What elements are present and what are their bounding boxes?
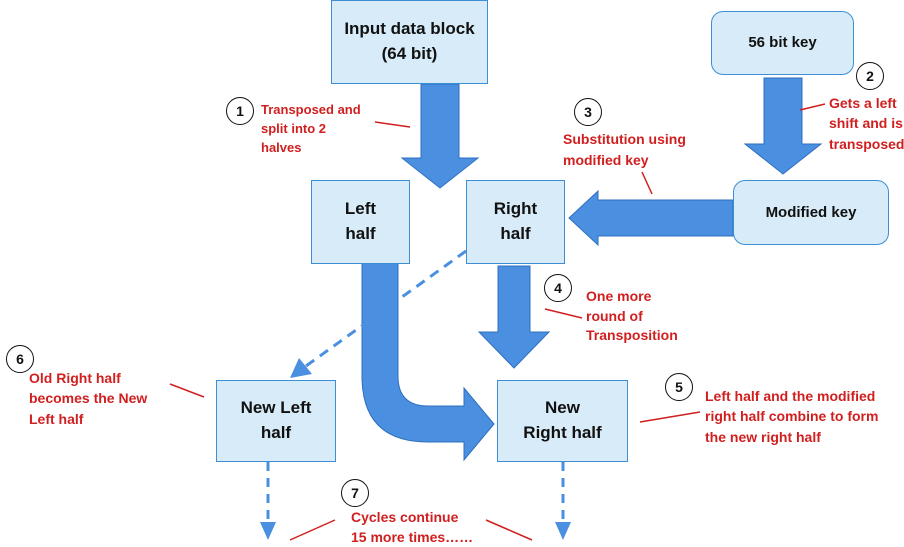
leader-line-1 (374, 121, 411, 128)
step-4-line: Transposition (586, 327, 678, 344)
step-1-line: split into 2 (261, 120, 326, 136)
step-2-annotation: Gets a left shift and is transposed (829, 93, 904, 154)
key-56-bit-label: 56 bit key (748, 34, 817, 52)
left-half-line2: half (345, 224, 376, 243)
leader-line-2 (799, 103, 826, 111)
step-5-number-badge: 5 (665, 373, 693, 401)
new-right-half-box: New Right half (497, 380, 628, 462)
input-data-block-line2: (64 bit) (381, 44, 438, 63)
leader-line-4 (544, 308, 583, 319)
step-1-line: Transposed and (261, 102, 361, 117)
step-3-line: modified key (563, 152, 649, 168)
leader-line-7b (485, 519, 533, 541)
arrow-input-to-left (400, 83, 480, 189)
new-left-half-box: New Left half (216, 380, 336, 462)
step-2-line: shift and is (829, 115, 903, 132)
step-2-number-badge: 2 (856, 62, 884, 90)
step-6-line: becomes the New (29, 390, 148, 407)
left-half-line1: Left (344, 199, 377, 219)
new-left-half-line1: New Left (240, 398, 312, 418)
step-6-number-badge: 6 (6, 345, 34, 373)
step-4-line: round of (586, 307, 643, 324)
key-56-bit-box: 56 bit key (711, 11, 854, 75)
new-left-half-line2: half (260, 423, 292, 442)
modified-key-label: Modified key (765, 203, 857, 221)
step-1-line: halves (261, 139, 302, 155)
step-5-line: right half combine to form (705, 408, 879, 425)
leader-line-6 (169, 383, 205, 398)
step-1-annotation: Transposed and split into 2 halves (261, 101, 361, 158)
input-data-block-line1: Input data block (344, 19, 475, 39)
left-half-box: Left half (311, 180, 410, 264)
step-5-annotation: Left half and the modified right half co… (705, 386, 878, 447)
arrow-key-to-modified (743, 77, 823, 175)
step-4-line: One more (586, 288, 652, 304)
right-half-box: Right half (466, 180, 565, 264)
modified-key-box: Modified key (733, 180, 889, 245)
dashed-arrowhead-right-down (555, 522, 571, 540)
arrow-modified-to-right (568, 189, 734, 247)
step-7-annotation: Cycles continue 15 more times…… (351, 508, 473, 547)
step-2-line: Gets a left (829, 95, 897, 111)
step-4-annotation: One more round of Transposition (586, 287, 678, 346)
arrow-right-to-new-right (477, 265, 551, 369)
step-2-line: transposed (829, 135, 904, 152)
dashed-arrowhead-new-left (290, 358, 312, 378)
new-right-half-line2: Right half (523, 423, 602, 442)
leader-line-5 (639, 411, 701, 423)
step-5-line: the new right half (705, 428, 821, 445)
step-6-line: Old Right half (29, 370, 121, 386)
step-3-line: Substitution using (563, 131, 686, 147)
input-data-block: Input data block (64 bit) (331, 0, 488, 84)
right-half-line1: Right (493, 199, 538, 219)
new-right-half-line1: New (545, 398, 580, 418)
step-3-number-badge: 3 (574, 98, 602, 126)
step-1-number-badge: 1 (226, 97, 254, 125)
dashed-arrowhead-left-down (260, 522, 276, 540)
leader-line-3 (641, 171, 653, 195)
leader-line-7a (289, 519, 336, 541)
step-7-line: Cycles continue (351, 509, 459, 525)
step-7-number-badge: 7 (341, 479, 369, 507)
step-5-line: Left half and the modified (705, 388, 876, 404)
right-half-line2: half (500, 224, 531, 243)
step-6-annotation: Old Right half becomes the New Left half (29, 368, 147, 429)
step-4-number-badge: 4 (544, 274, 572, 302)
arrow-left-to-new-right (361, 262, 495, 462)
step-6-line: Left half (29, 410, 84, 427)
step-3-annotation: Substitution using modified key (563, 129, 686, 171)
step-7-line: 15 more times…… (351, 528, 474, 545)
